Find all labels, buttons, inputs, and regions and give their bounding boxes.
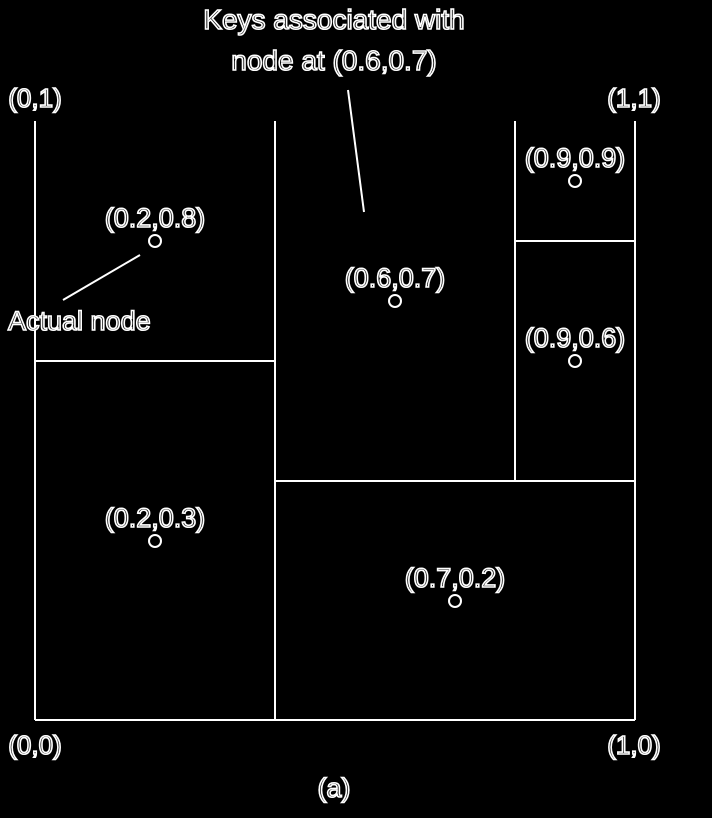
partition-lines [34,121,636,721]
point-label: (0.7,0.2) [405,563,506,593]
annotations: Keys associated with node at (0.6,0.7) A… [7,3,465,337]
pointer-lines [62,89,365,301]
point-label: (0.9,0.9) [525,143,626,173]
node-point-0.2-0.3 [148,534,162,548]
node-point-0.9-0.6 [568,354,582,368]
corner-label-top-right: (1,1) [607,83,660,113]
data-points [148,174,582,608]
keys-annotation-line2: node at (0.6,0.7) [231,45,436,76]
corner-label-top-left: (0,1) [8,83,61,113]
keys-annotation-line1: Keys associated with [203,4,464,35]
point-label: (0.6,0.7) [345,263,446,293]
point-label: (0.9,0.6) [525,323,626,353]
keys-pointer-line [347,89,365,213]
node-point-0.6-0.7 [388,294,402,308]
point-label: (0.2,0.3) [105,503,206,533]
node-point-0.7-0.2 [448,594,462,608]
figure-caption: (a) [318,773,351,803]
corner-labels: (0,1) (1,1) (0,0) (1,0) [7,82,661,761]
point-label: (0.2,0.8) [105,203,206,233]
point-labels: (0.2,0.8) (0.6,0.7) (0.9,0.9) (0.9,0.6) … [104,142,626,594]
node-point-0.9-0.9 [568,174,582,188]
actual-node-pointer-line [62,254,141,301]
corner-label-bottom-right: (1,0) [607,730,660,760]
actual-node-annotation: Actual node [8,306,151,336]
corner-label-bottom-left: (0,0) [8,730,61,760]
node-point-0.2-0.8 [148,234,162,248]
